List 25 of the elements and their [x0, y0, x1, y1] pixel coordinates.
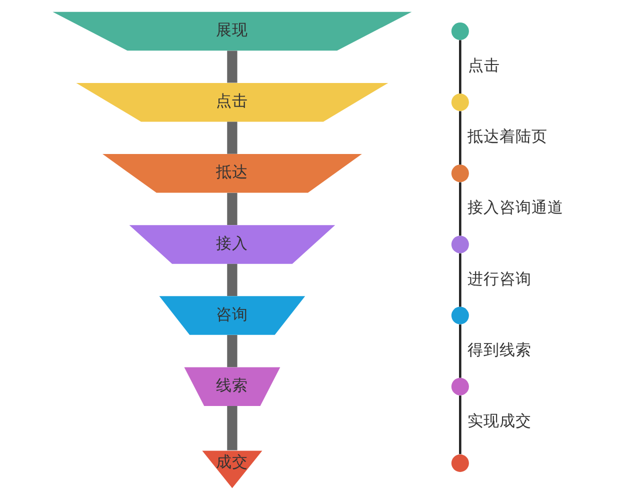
connector	[458, 40, 461, 94]
connector	[458, 111, 461, 165]
node-circle	[450, 378, 468, 396]
connector	[458, 396, 461, 454]
edge-label: 进行咨询	[467, 268, 532, 288]
edge-label: 得到线索	[467, 340, 532, 359]
connector	[458, 253, 461, 307]
node-circle	[450, 94, 468, 112]
connector	[226, 192, 237, 225]
connector	[226, 50, 237, 83]
edge-label: 点击	[467, 56, 500, 75]
edge-label: 实现成交	[467, 410, 532, 430]
connector	[226, 122, 237, 154]
node-circle	[450, 306, 468, 324]
edge-label: 接入咨询通道	[467, 198, 564, 217]
connector	[226, 335, 237, 368]
node-circle	[450, 454, 468, 472]
node-circle	[450, 236, 468, 254]
connector	[226, 264, 237, 296]
connector	[458, 324, 461, 378]
node-circle	[450, 164, 468, 182]
node-circle	[450, 22, 468, 40]
edge-label: 抵达着陆页	[466, 126, 547, 146]
connector	[226, 406, 237, 450]
connector	[458, 182, 461, 236]
